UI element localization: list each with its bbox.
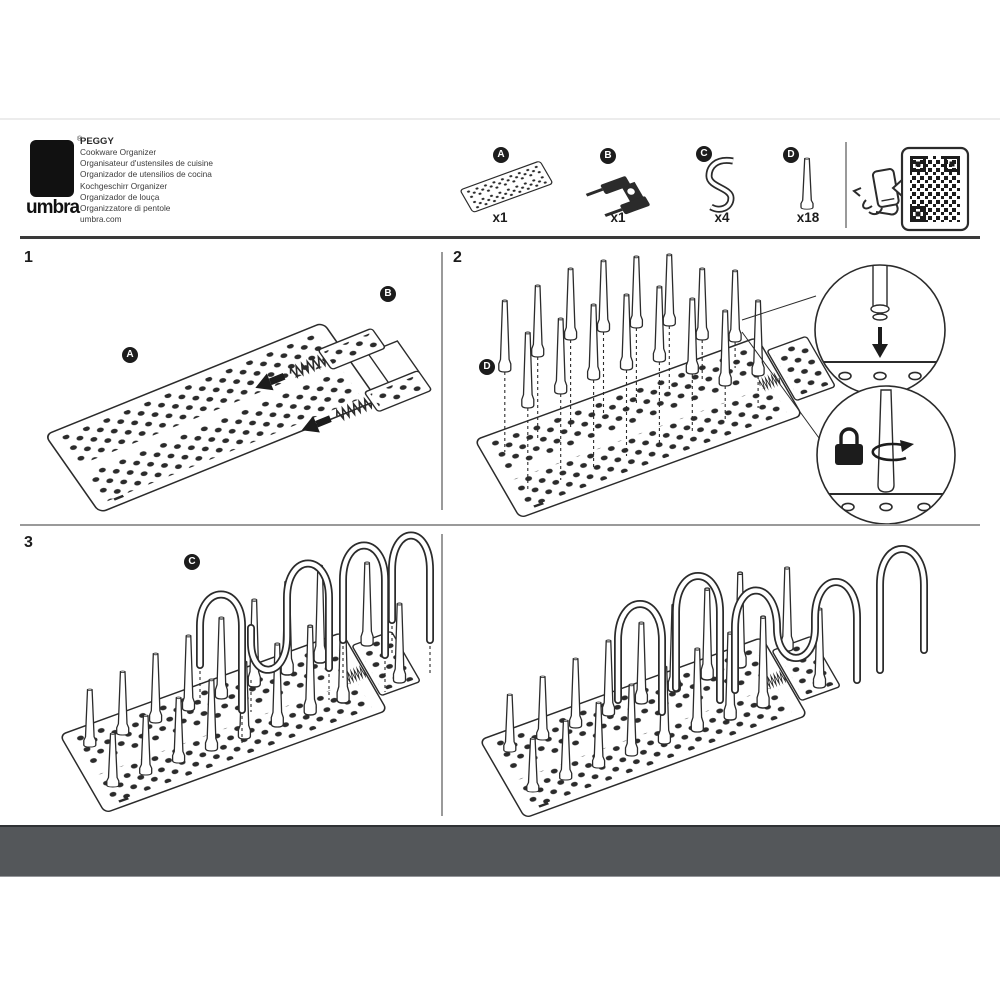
rotate-arrow-icon: [871, 440, 914, 462]
panel-divider-bottom: [441, 534, 443, 816]
product-line: Organisateur d'ustensiles de cuisine: [80, 158, 214, 169]
detail-callout-lines: [741, 295, 820, 439]
umbra-logo: [30, 140, 74, 197]
detail-circle-lock: [816, 385, 956, 525]
part-c-s-hook-icon: [705, 156, 735, 213]
step1-number: 1: [24, 249, 33, 266]
step1-part-b-badge: B: [380, 286, 396, 302]
header-divider: [20, 236, 980, 239]
qr-code: [891, 146, 970, 232]
lock-icon: [835, 427, 863, 465]
part-d-peg-icon: [800, 157, 814, 210]
part-d-qty: x18: [796, 210, 820, 225]
part-a-pegboard-icon: [460, 161, 553, 213]
part-b-qty: x1: [610, 210, 626, 225]
step3-floating-hooks: [200, 536, 430, 745]
row-divider: [20, 524, 980, 526]
step1-connector-b-drawing: [251, 328, 432, 439]
step2-floating-pegs: [498, 253, 765, 492]
sheet-top-edge: [0, 118, 1000, 120]
part-b-connector-icon: [585, 176, 650, 217]
product-info: PEGGY Cookware Organizer Organisateur d'…: [80, 136, 340, 225]
product-line: Cookware Organizer: [80, 147, 157, 157]
umbra-logo-wordmark: umbra: [26, 197, 80, 218]
product-line: Organizador de louça: [80, 191, 160, 202]
part-a-badge: A: [493, 147, 509, 163]
part-c-qty: x4: [714, 210, 730, 225]
product-line: Organizzatore di pentole: [80, 203, 171, 214]
bottom-gray-band: [0, 825, 1000, 877]
part-a-qty: x1: [492, 210, 508, 225]
product-name: PEGGY: [80, 136, 114, 147]
part-c-badge: C: [696, 146, 712, 162]
part-d-badge: D: [783, 147, 799, 163]
step3-pegboard-drawing: [61, 561, 420, 812]
panel-divider-top: [441, 252, 443, 510]
step3-number: 3: [24, 534, 33, 551]
website: umbra.com: [80, 214, 122, 225]
product-line: Organizador de utensilios de cocina: [80, 169, 212, 180]
product-line: Kochgeschirr Organizer: [80, 180, 168, 191]
part-b-badge: B: [600, 148, 616, 164]
header-vertical-divider: [845, 142, 847, 228]
registered-trademark: ®: [77, 136, 83, 143]
detail-circle-insert: [814, 264, 946, 396]
step2-part-d-badge: D: [479, 359, 495, 375]
hand-scanning-phone-icon: [852, 168, 900, 216]
assembled-organizer-drawing: [481, 549, 924, 817]
down-arrow-icon: [872, 327, 888, 358]
step3-part-c-badge: C: [184, 554, 200, 570]
step1-part-a-badge: A: [122, 347, 138, 363]
step2-number: 2: [453, 249, 462, 266]
